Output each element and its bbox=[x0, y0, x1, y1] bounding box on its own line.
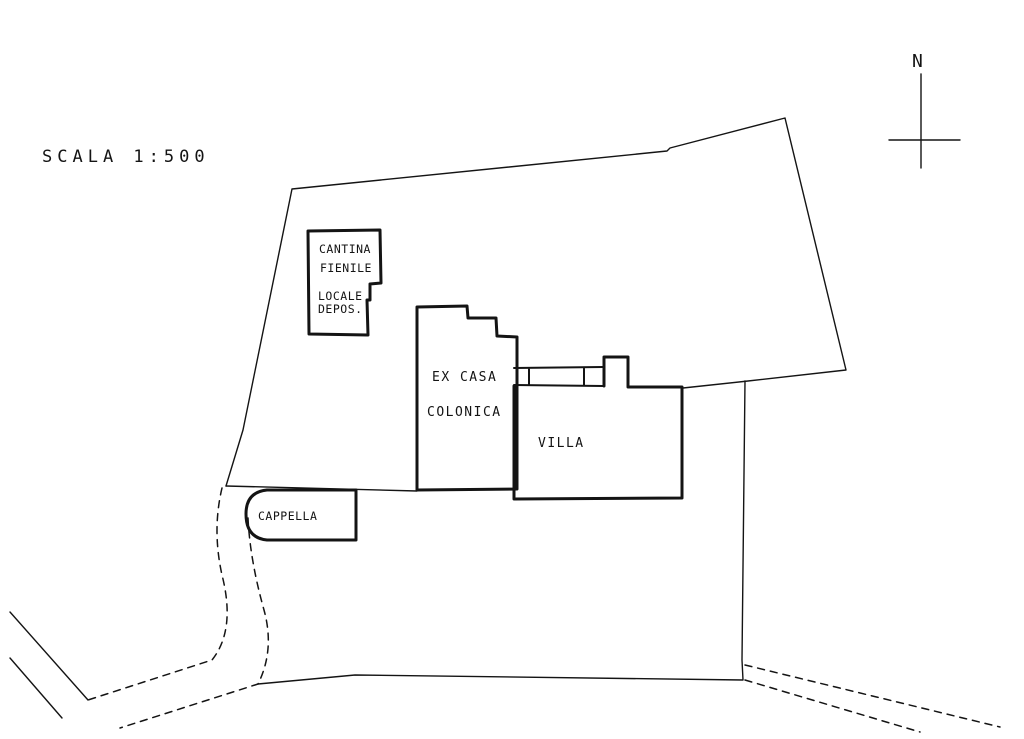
cantina-building bbox=[306, 228, 383, 337]
north-arrow-icon: N bbox=[888, 51, 961, 169]
scale-label: SCALA 1:500 bbox=[42, 147, 210, 167]
casa-colonica-label-2: COLONICA bbox=[427, 405, 502, 420]
casa-colonica-label-1: EX CASA bbox=[432, 370, 497, 385]
casa-colonica-building bbox=[415, 304, 519, 492]
cantina-label: CANTINA bbox=[319, 242, 371, 256]
upper-parcel-boundary bbox=[225, 117, 847, 487]
depos-label: DEPOS. bbox=[318, 302, 363, 316]
access-path-east-lower bbox=[744, 679, 921, 733]
cappella-label: CAPPELLA bbox=[258, 509, 317, 523]
villa-label: VILLA bbox=[538, 436, 585, 451]
access-path-east-upper bbox=[744, 664, 1001, 728]
access-path-right bbox=[119, 517, 269, 729]
lower-parcel-boundary bbox=[225, 380, 746, 685]
connecting-passage bbox=[513, 366, 604, 387]
cappella-building bbox=[244, 488, 358, 542]
fienile-label: FIENILE bbox=[320, 261, 372, 275]
locale-label: LOCALE bbox=[318, 289, 363, 303]
villa-building bbox=[512, 355, 684, 501]
access-path-left bbox=[87, 487, 228, 701]
road-edge bbox=[9, 611, 89, 719]
north-label: N bbox=[912, 51, 924, 72]
